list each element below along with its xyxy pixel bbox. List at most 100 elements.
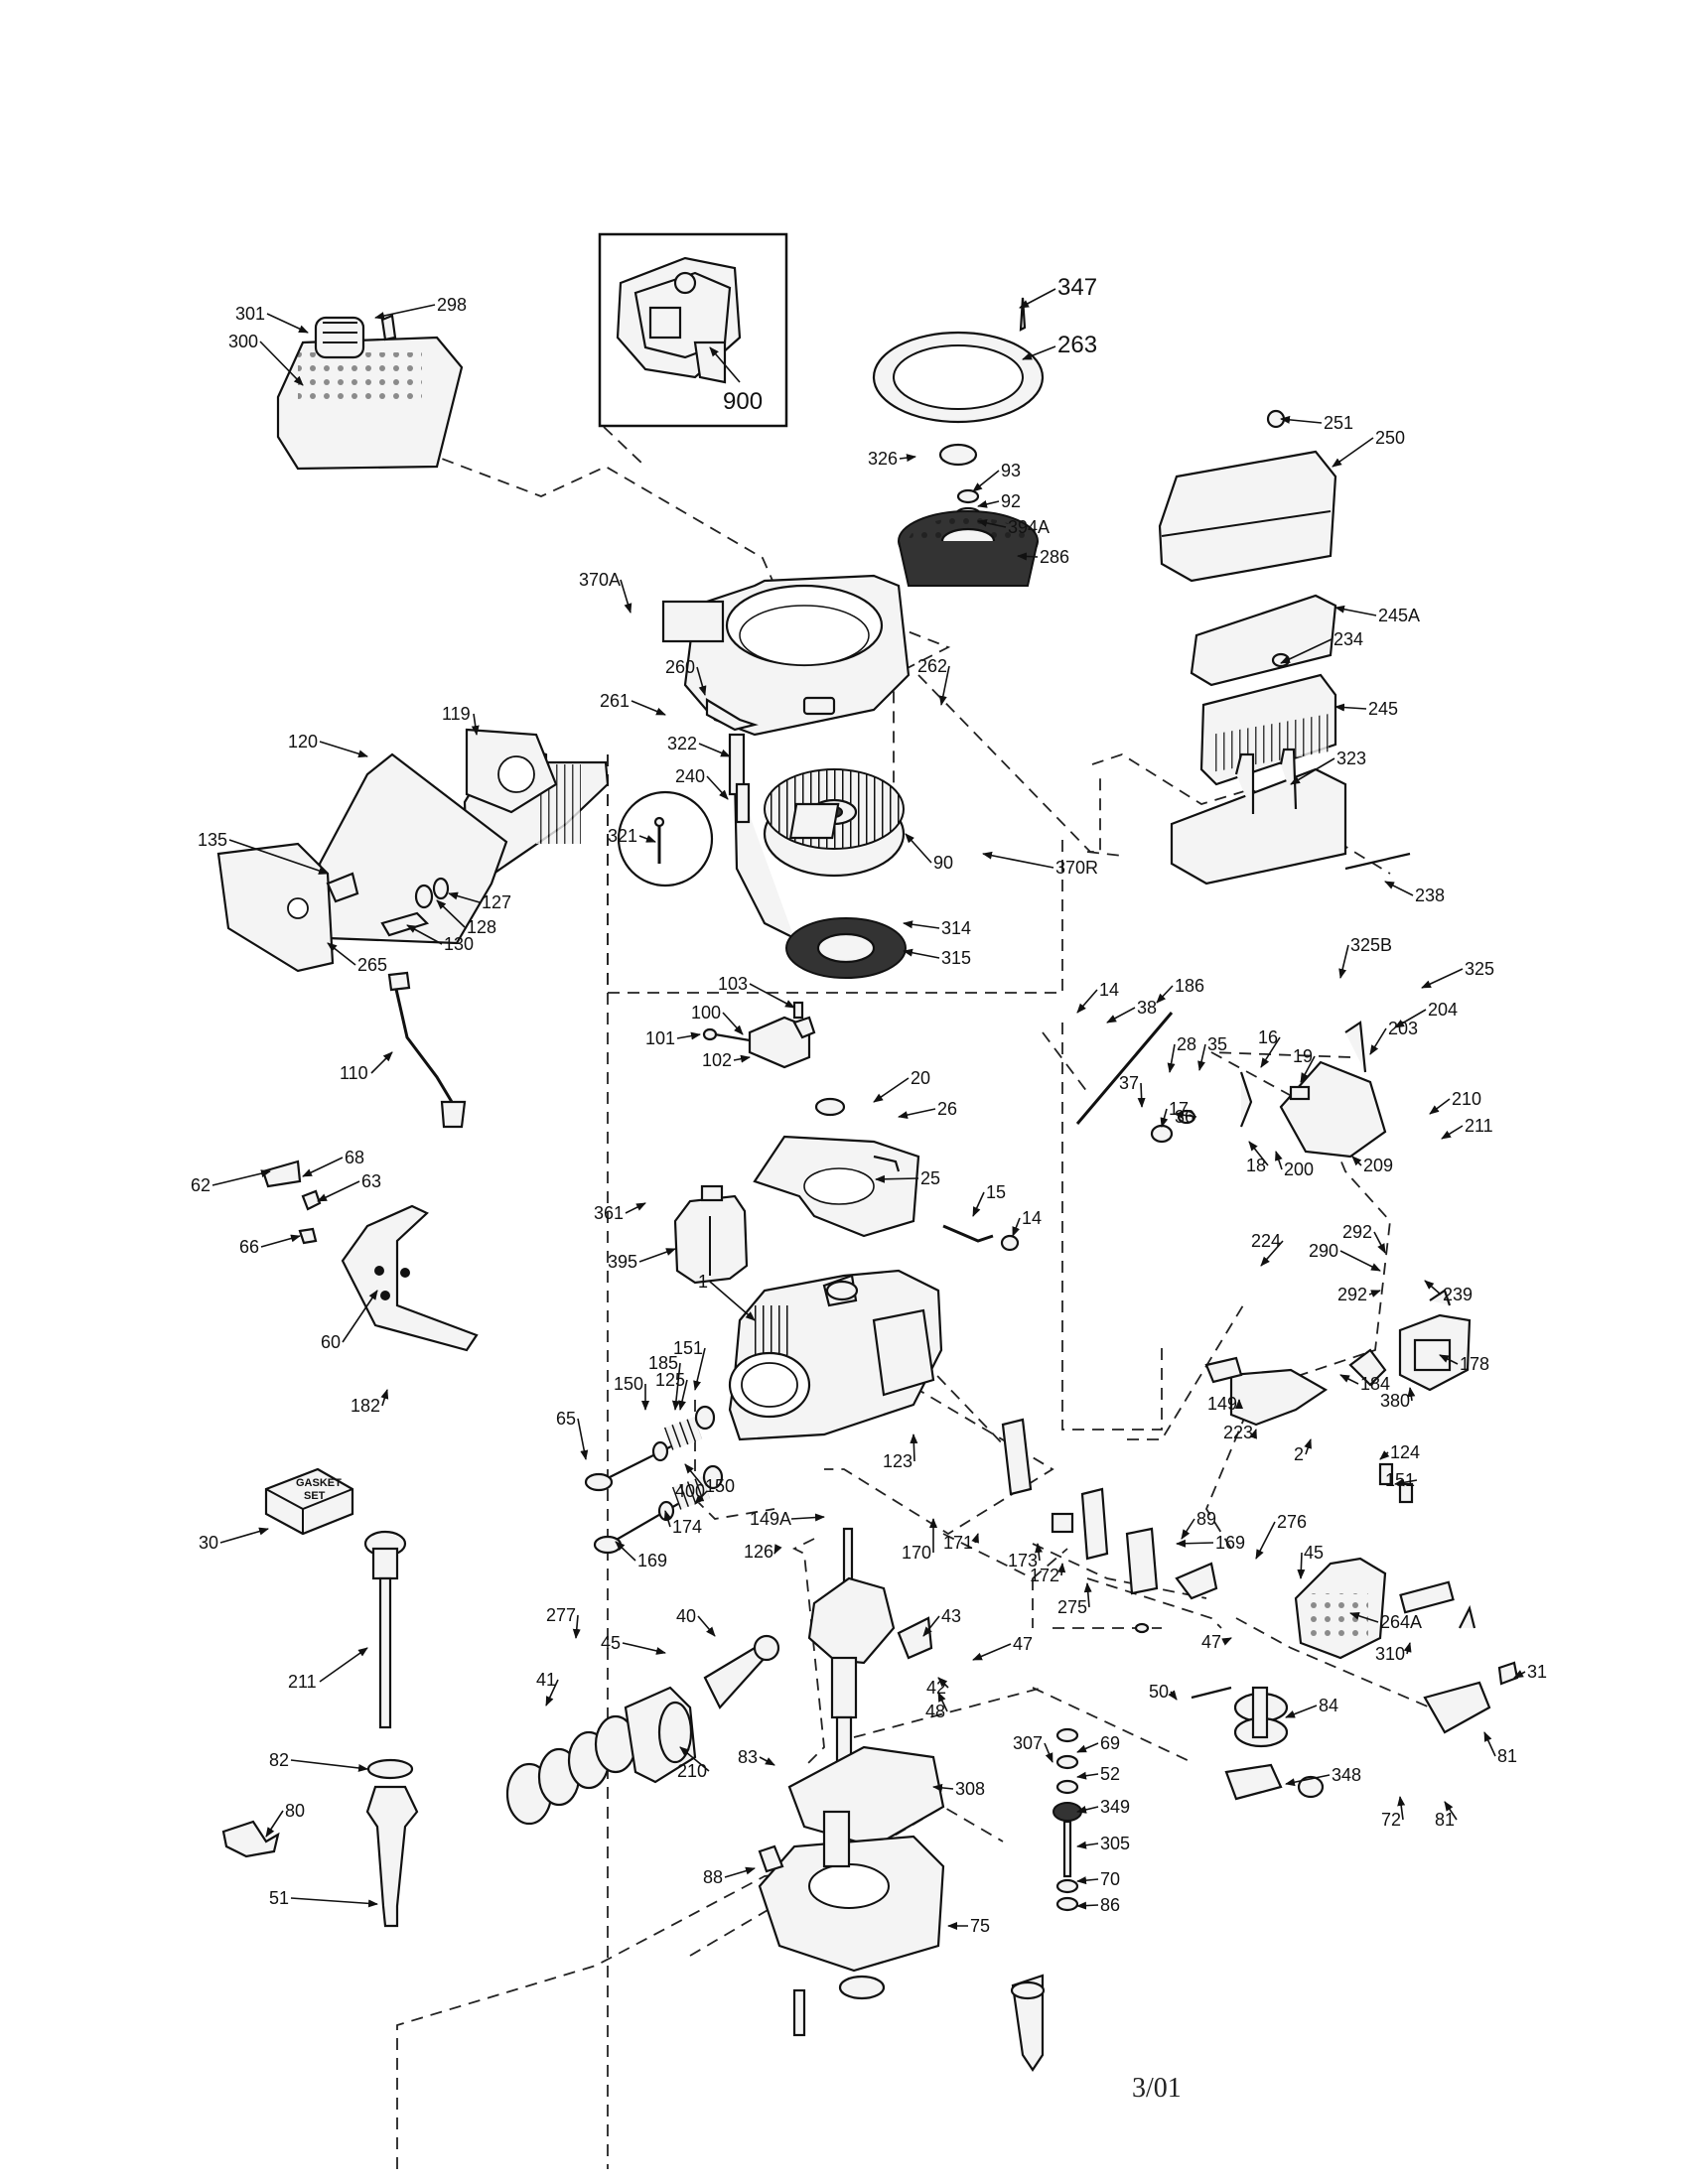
part-number-label: 150 [614, 1374, 643, 1394]
callout-72: 72 [1381, 1796, 1406, 1830]
part-number-label: 370R [1055, 858, 1098, 878]
leader-line [1513, 1670, 1526, 1679]
leader-line [1300, 1055, 1316, 1083]
callout-262: 262 [917, 656, 950, 706]
leader-line [898, 1108, 936, 1120]
inset-label: 900 [723, 388, 763, 415]
callout-119: 119 [442, 704, 480, 736]
dipstick-assembly [221, 1530, 419, 1928]
leader-line [572, 1614, 581, 1639]
part-number-label: 301 [235, 304, 265, 324]
leader-line [1351, 1156, 1362, 1166]
callout-400: 400 [675, 1481, 708, 1505]
leader-line [722, 1012, 744, 1035]
part-number-label: 361 [594, 1203, 624, 1223]
callout-292: 292 [1337, 1285, 1381, 1304]
part-number-label: 47 [1201, 1632, 1221, 1652]
callout-69: 69 [1076, 1733, 1120, 1753]
part-number-label: 211 [1465, 1116, 1493, 1136]
part-number-label: 171 [943, 1533, 973, 1553]
callout-110: 110 [340, 1051, 393, 1083]
leader-line [1429, 1098, 1451, 1115]
leader-line [319, 1647, 368, 1683]
leader-line [910, 1433, 918, 1462]
part-number-label: 380 [1380, 1391, 1410, 1411]
callout-83: 83 [738, 1747, 775, 1767]
part-number-label: 149A [750, 1509, 791, 1529]
leader-line [380, 1389, 389, 1407]
leader-line [370, 1051, 393, 1074]
leader-line [903, 920, 940, 929]
leader-line [1407, 1387, 1416, 1402]
leader-line [733, 1054, 751, 1063]
callout-325: 325 [1421, 959, 1494, 989]
callout-260: 260 [665, 657, 707, 696]
leader-line [1260, 1240, 1284, 1267]
leader-line [899, 454, 916, 463]
cylinder-head-group [216, 728, 610, 973]
leader-line [259, 341, 304, 386]
part-number-label: 102 [702, 1050, 732, 1070]
callout-264a: 264A [1349, 1611, 1422, 1632]
leader-line [709, 1281, 756, 1321]
leader-line [1057, 1563, 1066, 1576]
part-number-label: 119 [442, 704, 471, 724]
callout-120: 120 [288, 732, 368, 758]
callout-321: 321 [608, 826, 656, 846]
part-number-label: 326 [868, 449, 898, 469]
callout-20: 20 [873, 1068, 930, 1103]
callout-40: 40 [676, 1606, 716, 1637]
piston-rings [505, 1616, 933, 1826]
leader-line [1394, 1478, 1418, 1487]
leader-line [1441, 1125, 1464, 1140]
callout-86: 86 [1076, 1895, 1120, 1915]
callout-234: 234 [1280, 629, 1363, 664]
callout-62: 62 [191, 1169, 271, 1195]
callout-151: 151 [673, 1338, 706, 1391]
part-number-label: 149 [1207, 1394, 1237, 1414]
callout-130: 130 [406, 924, 474, 954]
part-number-label: 265 [357, 955, 387, 975]
callout-169: 169 [1176, 1533, 1245, 1553]
part-number-label: 130 [444, 934, 474, 954]
callout-93: 93 [972, 461, 1021, 492]
part-number-label: 70 [1100, 1869, 1120, 1889]
leader-line [1012, 1217, 1021, 1237]
part-number-label: 18 [1246, 1156, 1266, 1175]
leader-line [615, 1541, 636, 1562]
part-number-label: 84 [1319, 1696, 1338, 1715]
leader-line [1076, 1901, 1099, 1910]
leader-line [875, 1174, 919, 1183]
leader-line [1280, 415, 1323, 424]
part-number-label: 349 [1100, 1797, 1130, 1817]
leader-line [1168, 1690, 1178, 1701]
part-number-label: 2 [1294, 1444, 1304, 1464]
callout-50: 50 [1149, 1682, 1178, 1702]
part-number-label: 45 [601, 1633, 621, 1653]
part-number-label: 170 [902, 1543, 931, 1563]
leader-line [1369, 1027, 1387, 1055]
control-bracket [261, 1160, 479, 1352]
callout-70: 70 [1076, 1869, 1120, 1889]
leader-line [1483, 1731, 1496, 1757]
part-number-label: 15 [986, 1182, 1006, 1202]
callout-128: 128 [436, 899, 496, 937]
part-number-label: 88 [703, 1867, 723, 1887]
callout-394a: 394A [977, 517, 1050, 537]
part-number-label: 81 [1435, 1810, 1455, 1830]
leader-line [697, 1615, 716, 1637]
callout-182: 182 [351, 1389, 389, 1416]
leader-line [406, 924, 443, 945]
callout-75: 75 [947, 1916, 990, 1936]
callout-150: 150 [684, 1463, 735, 1496]
cylinder-block [728, 1269, 943, 1441]
callout-15: 15 [972, 1182, 1006, 1217]
leader-line [982, 851, 1054, 869]
part-number-label: 65 [556, 1409, 576, 1429]
part-number-label: 127 [482, 892, 511, 912]
gasket-set-box: GASKET SET [264, 1467, 354, 1536]
callout-100: 100 [691, 1003, 744, 1035]
leader-line [290, 1759, 368, 1772]
leader-line [1137, 1082, 1146, 1108]
